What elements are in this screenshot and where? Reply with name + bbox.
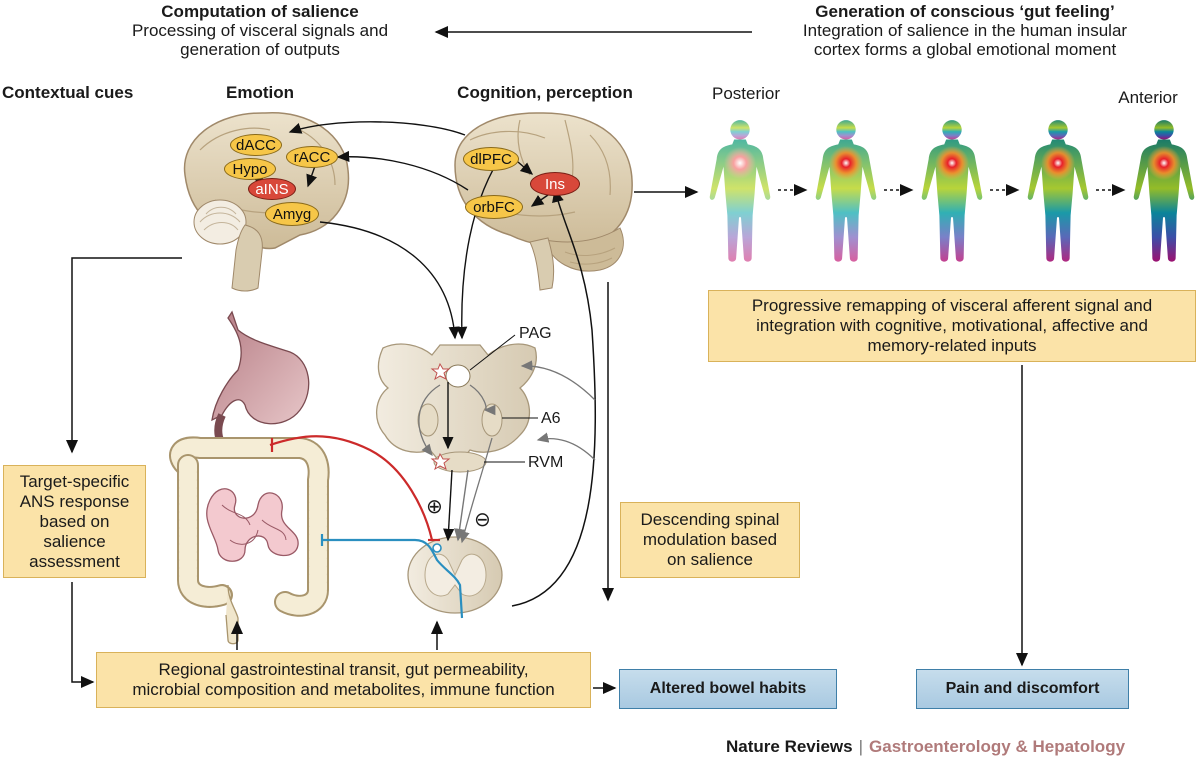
gut-feeling-line-2: cortex forms a global emotional moment — [813, 40, 1117, 59]
ans-line-2: ANS response — [19, 491, 130, 511]
dlpfc-region: dlPFC — [463, 147, 519, 171]
remap-line-3: memory-related inputs — [867, 336, 1037, 355]
salience-line-2: generation of outputs — [180, 40, 340, 59]
ans-line-3: based on — [39, 511, 110, 531]
ains-region: aINS — [248, 178, 296, 200]
salience-title: Computation of salience — [161, 2, 359, 21]
racc-region: rACC — [286, 146, 338, 168]
contextual-cues-heading: Contextual cues — [2, 83, 134, 102]
gut-feeling-line-1: Integration of salience in the human ins… — [802, 21, 1128, 40]
hypo-region: Hypo — [224, 158, 276, 180]
journal-credit: Nature Reviews|Gastroenterology & Hepato… — [726, 737, 1126, 756]
emotion-heading: Emotion — [226, 83, 294, 102]
pag-label: PAG — [519, 325, 552, 342]
cognition-heading: Cognition, perception — [457, 83, 633, 102]
ins-region: Ins — [530, 172, 580, 196]
orbfc-region: orbFC — [465, 195, 523, 219]
publisher-name: Nature Reviews — [726, 737, 853, 756]
ans-line-1: Target-specific — [19, 471, 130, 491]
anterior-label: Anterior — [1118, 88, 1178, 107]
regional-gi-box: Regional gastrointestinal transit, gut p… — [96, 652, 591, 708]
desc-line-1: Descending spinal — [640, 510, 780, 529]
remap-line-2: integration with cognitive, motivational… — [756, 316, 1148, 335]
facilitation-sign: ⊕ — [426, 496, 443, 518]
regional-line-2: microbial composition and metabolites, i… — [132, 680, 555, 699]
dacc-region: dACC — [230, 134, 282, 156]
regional-line-1: Regional gastrointestinal transit, gut p… — [158, 660, 529, 679]
ans-line-4: salience — [43, 531, 106, 551]
inhibition-sign: ⊖ — [474, 509, 491, 531]
pain-discomfort-box: Pain and discomfort — [916, 669, 1129, 709]
posterior-label: Posterior — [711, 84, 781, 103]
brainstem-sections — [376, 343, 537, 614]
salience-line-1: Processing of visceral signals and — [131, 21, 389, 40]
gut-illustration — [169, 310, 330, 645]
ans-line-5: assessment — [29, 551, 120, 571]
descending-modulation-box: Descending spinal modulation based on sa… — [620, 502, 800, 578]
remapping-box: Progressive remapping of visceral affere… — [708, 290, 1196, 362]
amyg-region: Amyg — [265, 202, 319, 226]
a6-label: A6 — [541, 410, 561, 427]
ans-response-box: Target-specific ANS response based on sa… — [3, 465, 146, 578]
journal-name: Gastroenterology & Hepatology — [869, 737, 1126, 756]
gut-feeling-title: Generation of conscious ‘gut feeling’ — [815, 2, 1115, 21]
desc-line-2: modulation based — [642, 530, 778, 549]
rvm-label: RVM — [528, 454, 564, 471]
desc-line-3: on salience — [666, 550, 753, 569]
remap-line-1: Progressive remapping of visceral affere… — [751, 296, 1153, 315]
human-figure-series — [709, 120, 1195, 262]
altered-bowel-habits-box: Altered bowel habits — [619, 669, 837, 709]
